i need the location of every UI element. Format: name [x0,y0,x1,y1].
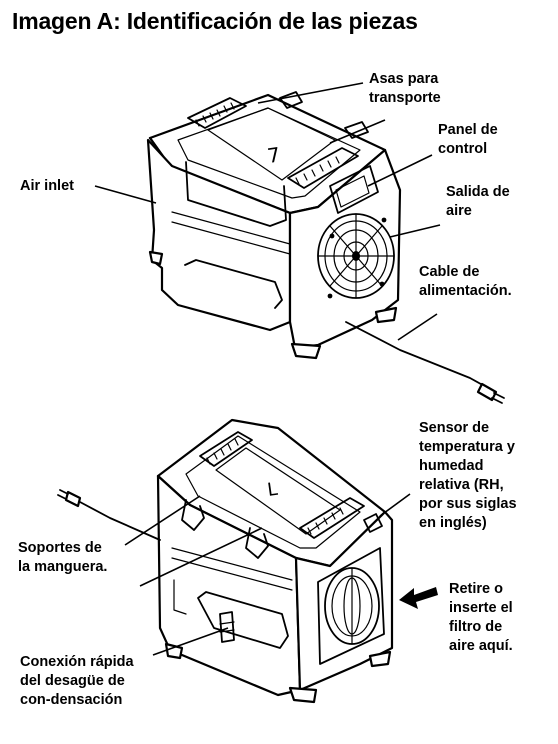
label-asas-transporte: Asas para transporte [369,71,441,106]
dehumidifier-top-view: 7 [146,91,505,404]
label-salida-aire: Salida de aire [446,184,510,219]
figure-title: Imagen A: Identificación de las piezas [12,8,418,34]
label-soportes-manguera: Soportes de la manguera. [18,540,108,575]
label-cable-alimentacion: Cable de alimentación. [419,264,512,299]
label-retire-filtro: Retire o inserte el filtro de aire aquí. [449,581,513,654]
label-air-inlet: Air inlet [20,178,74,194]
arrow-icon [399,587,438,609]
label-sensor-rh: Sensor de temperatura y humedad relativa… [419,420,517,531]
leader-lines [94,82,441,656]
lid-glyph-bottom: L [266,479,279,501]
lid-glyph: 7 [266,142,282,168]
label-conexion-desague: Conexión rápida del desagüe de con-densa… [20,654,134,708]
label-panel-control: Panel de control [438,122,498,157]
